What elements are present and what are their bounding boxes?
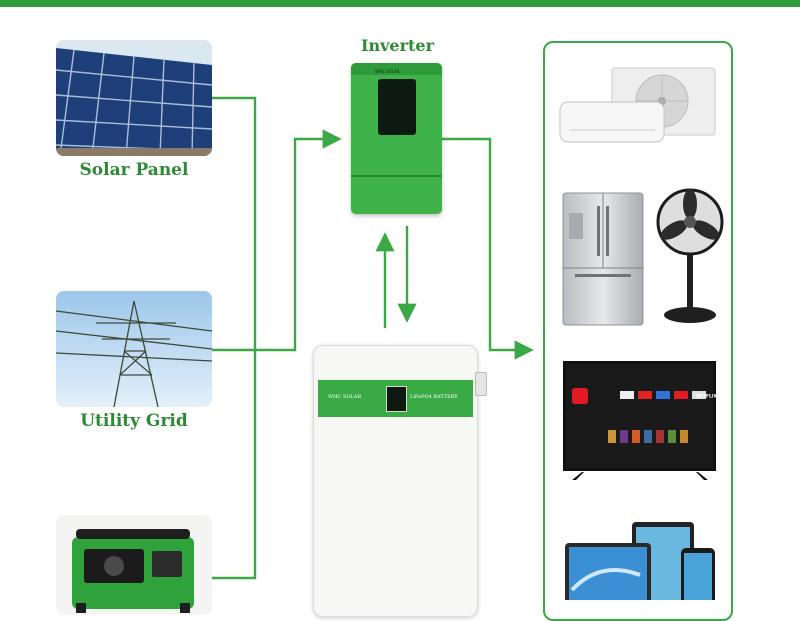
inverter-to-loads-line bbox=[442, 137, 534, 360]
battery-label: LiFePO4 BATTERY bbox=[410, 394, 458, 400]
connection-lines bbox=[212, 96, 534, 580]
power-tower-icon bbox=[56, 291, 212, 407]
solar-panel-icon bbox=[56, 40, 212, 156]
battery-green-band: WHC SOLAR LiFePO4 BATTERY bbox=[318, 380, 473, 417]
battery-brand: WHC SOLAR bbox=[328, 394, 362, 400]
generator-tile bbox=[56, 515, 212, 615]
generator-icon bbox=[72, 529, 194, 613]
battery-icon: WHC SOLAR LiFePO4 BATTERY bbox=[313, 345, 487, 617]
inverter-title: Inverter bbox=[360, 36, 435, 55]
top-accent-bar bbox=[0, 0, 800, 7]
inverter-display bbox=[378, 79, 416, 135]
grid-to-inverter-line bbox=[212, 129, 342, 352]
inverter-brand: WHC SOLAR bbox=[375, 69, 400, 74]
loads-panel bbox=[543, 41, 733, 621]
solar-panel-label: Solar Panel bbox=[79, 160, 189, 180]
inverter-panel-seam bbox=[351, 175, 442, 177]
utility-grid-label: Utility Grid bbox=[80, 411, 188, 431]
solar-panel-tile bbox=[56, 40, 212, 156]
inverter-top-cap bbox=[351, 63, 442, 75]
solar-to-inverter-line bbox=[212, 96, 257, 580]
battery-handle bbox=[475, 372, 487, 396]
utility-grid-tile bbox=[56, 291, 212, 407]
battery-display bbox=[386, 386, 407, 412]
inverter-icon: WHC SOLAR bbox=[351, 63, 442, 214]
